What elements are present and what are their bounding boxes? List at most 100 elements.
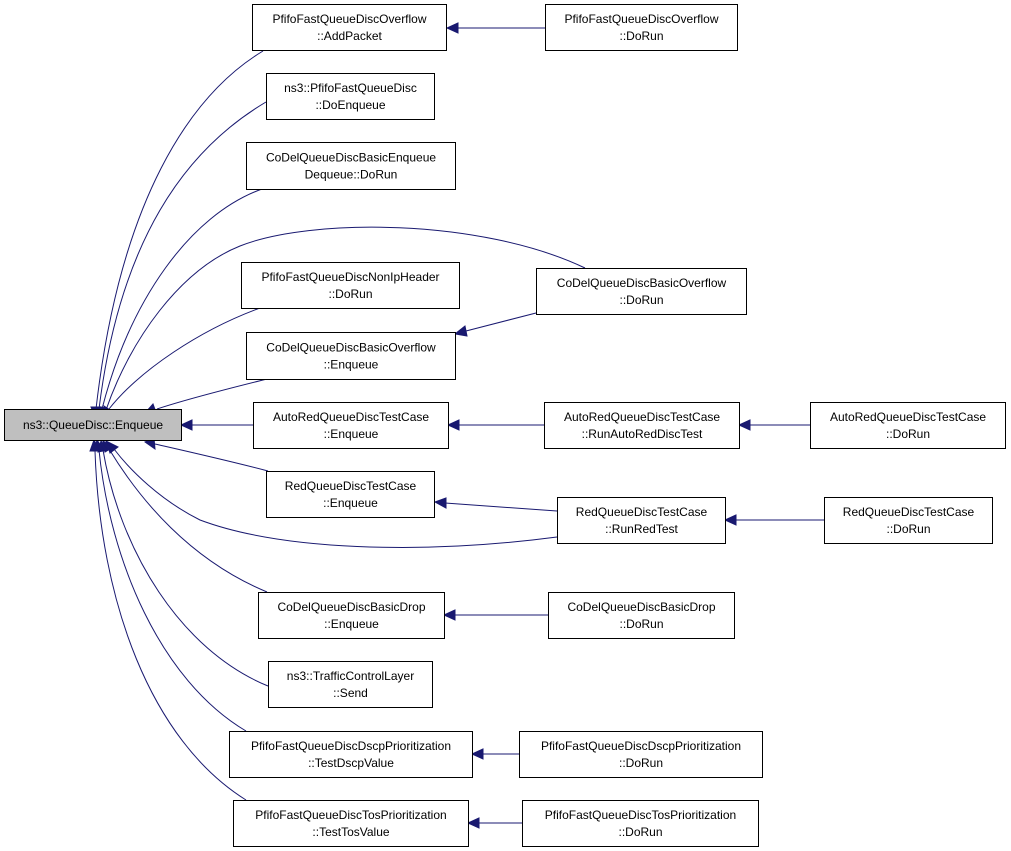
arrowhead-icon [445, 22, 459, 34]
node-pf-dscp-run[interactable]: PfifoFastQueueDiscDscpPrioritization::Do… [519, 731, 763, 778]
node-label-line: ::Enqueue [324, 617, 379, 631]
node-label-line: PfifoFastQueueDiscTosPrioritization [545, 808, 736, 822]
node-codel-drop-run[interactable]: CoDelQueueDiscBasicDrop::DoRun [548, 592, 735, 639]
node-pf-overflow-run[interactable]: PfifoFastQueueDiscOverflow::DoRun [545, 4, 738, 51]
node-box[interactable] [266, 73, 435, 120]
node-box[interactable] [268, 661, 433, 708]
node-label-line: PfifoFastQueueDiscTosPrioritization [255, 808, 446, 822]
node-label-line: PfifoFastQueueDiscNonIpHeader [261, 270, 439, 284]
node-label-line: AutoRedQueueDiscTestCase [564, 410, 720, 424]
node-codel-overflow-run[interactable]: CoDelQueueDiscBasicOverflow::DoRun [536, 268, 747, 315]
node-box[interactable] [810, 402, 1006, 449]
arrowhead-icon [89, 438, 101, 452]
node-autored-runtest[interactable]: AutoRedQueueDiscTestCase::RunAutoRedDisc… [544, 402, 740, 449]
node-label-line: CoDelQueueDiscBasicDrop [567, 600, 715, 614]
node-pf-tos-run[interactable]: PfifoFastQueueDiscTosPrioritization::DoR… [522, 800, 759, 847]
edge-codel_drop_enq-to-enqueue [102, 440, 268, 593]
arrowhead-icon [737, 419, 751, 431]
node-box[interactable] [252, 4, 447, 51]
node-red-dorun[interactable]: RedQueueDiscTestCase::DoRun [824, 497, 993, 544]
node-label-line: AutoRedQueueDiscTestCase [830, 410, 986, 424]
node-pf-nonip[interactable]: PfifoFastQueueDiscNonIpHeader::DoRun [241, 262, 460, 309]
edge-line [98, 101, 267, 410]
node-label-line: RedQueueDiscTestCase [843, 505, 975, 519]
node-box[interactable] [258, 592, 445, 639]
node-codel-overflow-enq[interactable]: CoDelQueueDiscBasicOverflow::Enqueue [246, 332, 456, 380]
node-label-line: ns3::TrafficControlLayer [287, 669, 414, 683]
node-box[interactable] [253, 402, 449, 449]
node-label-line: ns3::PfifoFastQueueDisc [284, 81, 417, 95]
edge-red_runtest-to-red_enq [433, 497, 558, 512]
node-label-line: CoDelQueueDiscBasicOverflow [557, 276, 727, 290]
edge-pf_tos_test-to-enqueue [89, 438, 247, 801]
edge-line [156, 378, 268, 410]
node-label-line: PfifoFastQueueDiscOverflow [564, 12, 718, 26]
node-box[interactable] [557, 497, 726, 544]
node-label-line: ::DoRun [886, 522, 930, 536]
node-box[interactable] [519, 731, 763, 778]
edge-line [102, 449, 269, 687]
edge-line [105, 226, 586, 411]
edge-red_enq-to-enqueue [143, 437, 269, 472]
edge-line [95, 50, 264, 410]
edge-autored_dorun-to-autored_runtest [737, 419, 810, 431]
node-label-line: CoDelQueueDiscBasicEnqueue [266, 151, 436, 165]
node-label-line: ::DoRun [619, 293, 663, 307]
node-autored-enq[interactable]: AutoRedQueueDiscTestCase::Enqueue [253, 402, 449, 449]
node-box[interactable] [246, 332, 456, 380]
node-red-enq[interactable]: RedQueueDiscTestCase::Enqueue [266, 471, 435, 518]
node-label-line: ::DoRun [619, 29, 663, 43]
node-red-runtest[interactable]: RedQueueDiscTestCase::RunRedTest [557, 497, 726, 544]
node-box[interactable] [229, 731, 473, 778]
node-box[interactable] [4, 409, 182, 441]
edge-pf_dscp_test-to-enqueue [93, 438, 247, 732]
edge-pf_dscp_run-to-pf_dscp_test [470, 748, 519, 760]
node-box[interactable] [246, 142, 456, 190]
node-label-line: PfifoFastQueueDiscOverflow [272, 12, 426, 26]
arrowhead-icon [446, 419, 460, 431]
edge-codel_drop_run-to-codel_drop_enq [442, 609, 548, 621]
edge-pf_overflow_add-to-enqueue [90, 50, 264, 421]
edge-autored_runtest-to-autored_enq [446, 419, 544, 431]
edge-line [465, 312, 537, 332]
node-label-line: ::DoRun [619, 756, 663, 770]
node-box[interactable] [544, 402, 740, 449]
edge-line [113, 448, 558, 548]
node-label-line: ::DoRun [619, 617, 663, 631]
node-box[interactable] [548, 592, 735, 639]
edge-pf_doenqueue-to-enqueue [93, 101, 267, 421]
node-box[interactable] [233, 800, 469, 847]
edge-line [101, 188, 263, 410]
node-label-line: ::TestDscpValue [308, 756, 394, 770]
edge-autored_enq-to-enqueue [179, 419, 253, 431]
node-label-line: ::Enqueue [323, 496, 378, 510]
node-label-line: ::Enqueue [324, 427, 379, 441]
node-box[interactable] [536, 268, 747, 315]
edge-line [444, 502, 558, 512]
node-box[interactable] [545, 4, 738, 51]
node-pf-dscp-test[interactable]: PfifoFastQueueDiscDscpPrioritization::Te… [229, 731, 473, 778]
node-label-line: ::RunRedTest [605, 522, 678, 536]
edge-codel_overflow_run-to-enqueue [100, 226, 586, 421]
node-codel-drop-enq[interactable]: CoDelQueueDiscBasicDrop::Enqueue [258, 592, 445, 639]
node-box[interactable] [824, 497, 993, 544]
node-pf-doenqueue[interactable]: ns3::PfifoFastQueueDisc::DoEnqueue [266, 73, 435, 120]
node-box[interactable] [241, 262, 460, 309]
edge-line [108, 307, 261, 410]
arrowhead-icon [723, 514, 737, 526]
node-pf-overflow-add[interactable]: PfifoFastQueueDiscOverflow::AddPacket [252, 4, 447, 51]
node-autored-dorun[interactable]: AutoRedQueueDiscTestCase::DoRun [810, 402, 1006, 449]
node-enqueue[interactable]: ns3::QueueDisc::Enqueue [4, 409, 182, 441]
node-label-line: Dequeue::DoRun [305, 168, 398, 182]
node-tcl-send[interactable]: ns3::TrafficControlLayer::Send [268, 661, 433, 708]
node-box[interactable] [266, 471, 435, 518]
arrowhead-icon [433, 497, 447, 509]
node-label-line: ::TestTosValue [312, 825, 389, 839]
arrowhead-icon [442, 609, 456, 621]
arrowhead-icon [179, 419, 193, 431]
edge-line [94, 450, 247, 801]
node-box[interactable] [522, 800, 759, 847]
node-pf-tos-test[interactable]: PfifoFastQueueDiscTosPrioritization::Tes… [233, 800, 469, 847]
